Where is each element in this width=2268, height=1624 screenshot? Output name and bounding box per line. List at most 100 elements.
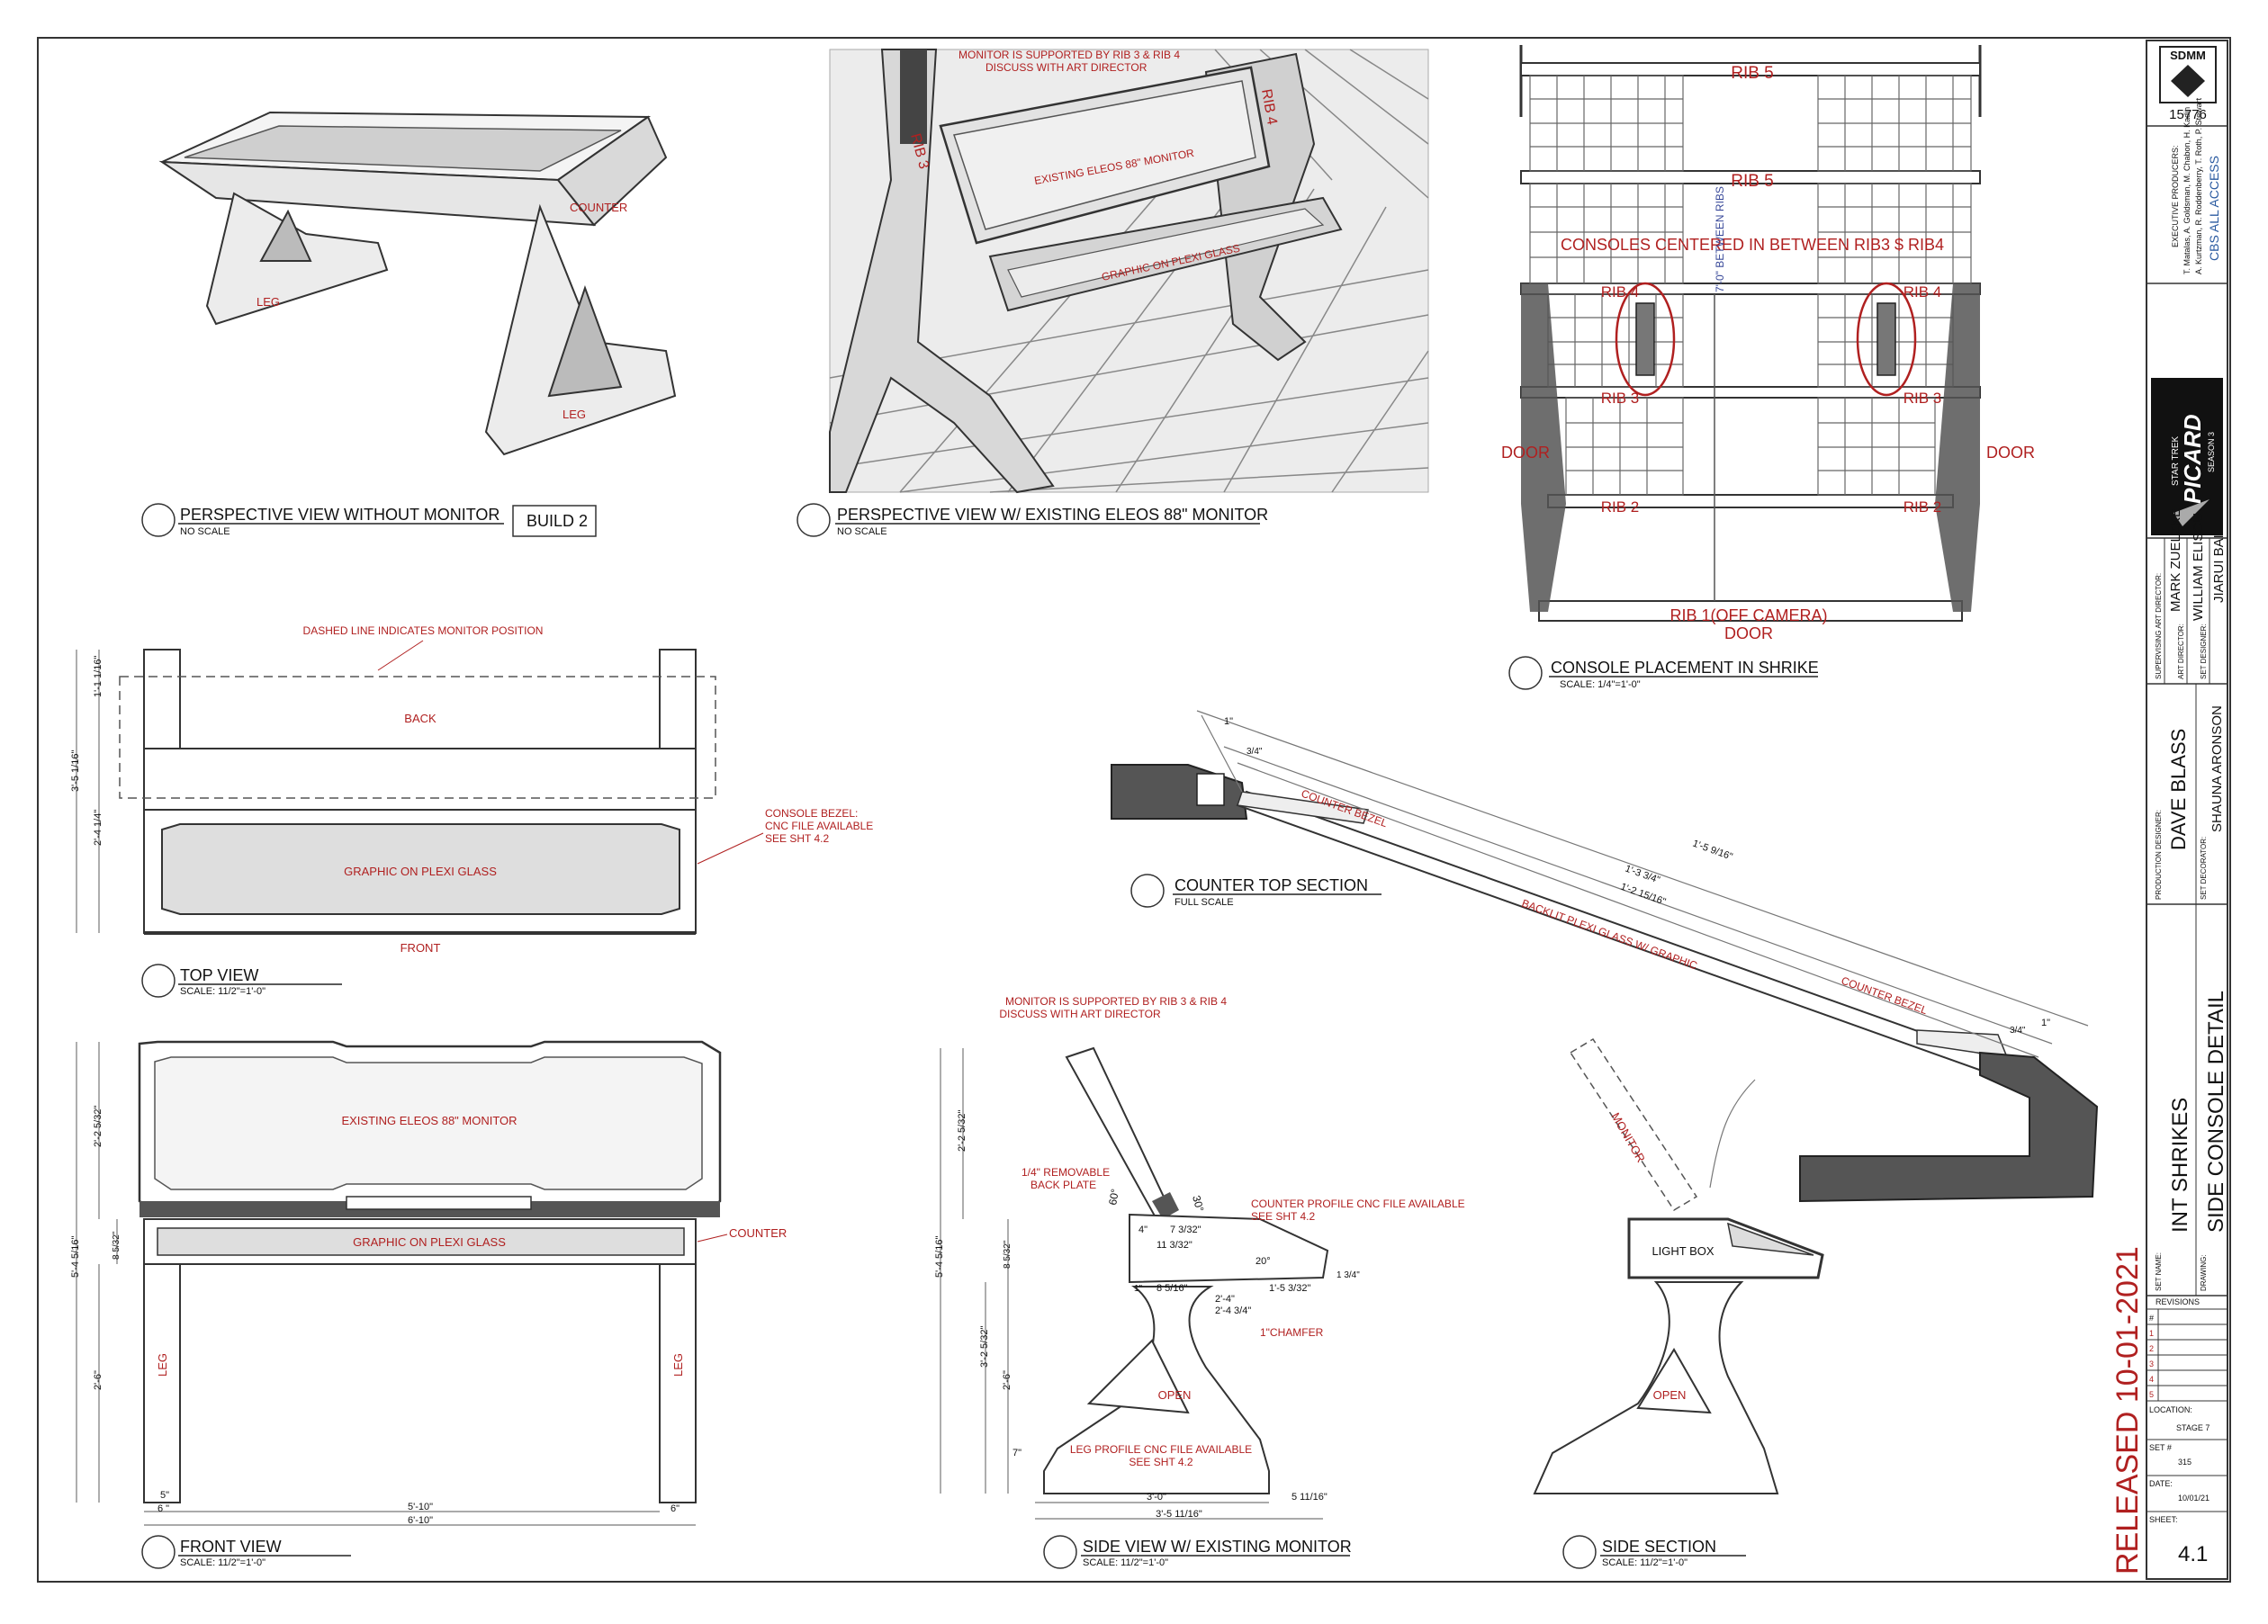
view-title: SIDE VIEW W/ EXISTING MONITOR <box>1083 1538 1352 1556</box>
production-designer: DAVE BLASS <box>2167 729 2190 850</box>
dimension-label: 3/4" <box>1246 747 1263 757</box>
set-designer-label: SET DESIGNER: <box>2200 624 2208 679</box>
leg-profile-note: SEE SHT 4.2 <box>1129 1456 1192 1468</box>
dimension-label: 7 3/32" <box>1170 1225 1202 1235</box>
dimension-label: 7" <box>1012 1448 1022 1458</box>
rib5-label: RIB 5 <box>1731 64 1774 83</box>
view-title: TOP VIEW <box>180 966 258 984</box>
angle-label: 30° <box>1190 1194 1206 1213</box>
counter-profile-note: COUNTER PROFILE CNC FILE AVAILABLE <box>1251 1198 1465 1210</box>
dimension-label: 1" <box>1134 1284 1143 1294</box>
view-scale: NO SCALE <box>180 526 230 537</box>
monitor-position-dashed <box>119 676 716 799</box>
build-box <box>512 505 597 537</box>
view-scale: SCALE: 1/4"=1'-0" <box>1560 679 1641 690</box>
rib4-label-right: RIB 4 <box>1904 283 1942 301</box>
set-designer: JIARUI BAI <box>2211 534 2227 603</box>
dimension-label: 6 " <box>158 1503 169 1514</box>
show-logo-text: SEASON 3 <box>2207 432 2216 472</box>
rib2-label-right: RIB 2 <box>1904 498 1942 516</box>
view-title: PERSPECTIVE VIEW W/ EXISTING ELEOS 88" M… <box>837 506 1268 524</box>
rib5-label: RIB 5 <box>1731 172 1774 191</box>
view-callout-circle <box>1508 656 1543 690</box>
view-scale: SCALE: 11/2"=1'-0" <box>180 1557 266 1568</box>
door-label: DOOR <box>1724 624 1773 642</box>
sheet-label: SHEET: <box>2149 1515 2178 1524</box>
dimension-label: 5'-10" <box>408 1502 433 1512</box>
dimension-label: 3/4" <box>2010 1026 2026 1036</box>
back-plate-note: 1/4" REMOVABLE <box>1022 1166 1110 1179</box>
front-label: FRONT <box>400 941 441 955</box>
open-label: OPEN <box>1158 1388 1192 1402</box>
union-logo-text: SDMM <box>2170 49 2206 62</box>
union-number: 15776 <box>2169 107 2207 122</box>
monitor-support-note: MONITOR IS SUPPORTED BY RIB 3 & RIB 4 <box>1005 995 1227 1008</box>
leg-label: LEG <box>156 1353 169 1377</box>
view-title: COUNTER TOP SECTION <box>1174 876 1368 894</box>
door-label-left: DOOR <box>1501 444 1550 462</box>
dimension-label: 2'-4 1/4" <box>93 810 104 846</box>
drawing-label: DRAWING: <box>2200 1254 2208 1291</box>
view-title: CONSOLE PLACEMENT IN SHRIKE <box>1551 659 1819 677</box>
view-title: SIDE SECTION <box>1602 1538 1716 1556</box>
art-director-note: DISCUSS WITH ART DIRECTOR <box>999 1008 1161 1020</box>
view-callout-circle <box>1043 1535 1077 1569</box>
side-view: OPEN MONITOR IS SUPPORTED BY RIB 3 & RIB… <box>934 995 1465 1569</box>
dimension-label: 5" <box>160 1490 169 1501</box>
view-callout-circle <box>141 1535 176 1569</box>
revision-number: 2 <box>2149 1344 2154 1353</box>
view-scale: SCALE: 11/2"=1'-0" <box>1083 1557 1168 1568</box>
between-ribs-dimension: 7'-0" BETWEEN RIBS <box>1714 186 1726 292</box>
union-emblem-icon <box>2171 65 2205 97</box>
back-plate-note: BACK PLATE <box>1030 1179 1096 1191</box>
dimension-label: 1'-3 3/4" <box>1624 864 1661 886</box>
leg-label: LEG <box>562 408 586 421</box>
dimension-label: 2'-6" <box>1002 1370 1012 1390</box>
dimension-label: 3'-5 11/16" <box>1156 1509 1202 1520</box>
dimension-label: 6'-10" <box>408 1515 433 1526</box>
rib4-label: RIB 4 <box>1258 88 1280 126</box>
supervising-ad-label: SUPERVISING ART DIRECTOR: <box>2155 573 2163 679</box>
location: STAGE 7 <box>2176 1423 2210 1432</box>
set-decorator: SHAUNA ARONSON <box>2210 705 2225 832</box>
view-scale: NO SCALE <box>837 526 887 537</box>
revisions-label: REVISIONS <box>2156 1297 2200 1306</box>
set-number-label: SET # <box>2149 1443 2172 1452</box>
console-highlight-left <box>1615 282 1676 397</box>
revision-hash: # <box>2149 1314 2154 1323</box>
view-scale: SCALE: 11/2"=1'-0" <box>180 986 266 997</box>
grid-block-left <box>1529 75 1684 496</box>
dimension-label: 20° <box>1256 1256 1271 1267</box>
view-scale: FULL SCALE <box>1174 897 1234 908</box>
view-title: PERSPECTIVE VIEW WITHOUT MONITOR <box>180 506 500 524</box>
dimension-label: 5 11/16" <box>1292 1492 1328 1503</box>
counter-label: COUNTER <box>570 201 627 214</box>
view-callout-circle <box>1130 874 1165 908</box>
view-scale: SCALE: 11/2"=1'-0" <box>1602 1557 1688 1568</box>
supervising-ad: MARK ZUELZKE <box>2168 508 2183 612</box>
rib4-label-left: RIB 4 <box>1601 283 1640 301</box>
top-view: DASHED LINE INDICATES MONITOR POSITION B… <box>70 624 873 998</box>
console-placement-plan: RIB 5 RIB 5 CONSOLES CENTERED IN BETWEEN… <box>1501 45 2035 690</box>
date-label: DATE: <box>2149 1479 2173 1488</box>
art-director: WILLIAM ELISCU <box>2191 513 2206 621</box>
show-logo-text: STAR TREK <box>2171 435 2181 486</box>
dimension-label: 2'-4 3/4" <box>1215 1305 1251 1316</box>
set-number: 315 <box>2178 1458 2192 1467</box>
producers-label: EXECUTIVE PRODUCERS: <box>2171 145 2180 247</box>
leg-label: LEG <box>256 295 280 309</box>
front-view: EXISTING ELEOS 88" MONITOR GRAPHIC ON PL… <box>70 1040 787 1569</box>
dimension-label: 1'-5 3/32" <box>1269 1283 1310 1294</box>
chamfer-note: 1"CHAMFER <box>1260 1326 1324 1339</box>
show-logo-text: PICARD <box>2179 414 2206 504</box>
monitor-label: EXISTING ELEOS 88" MONITOR <box>341 1114 517 1127</box>
leg-label: LEG <box>671 1353 685 1377</box>
set-name-label: SET NAME: <box>2155 1252 2163 1291</box>
dimension-label: 1 3/4" <box>1336 1270 1360 1280</box>
dimension-label: 8 5/32" <box>1003 1240 1012 1269</box>
producers-line: T. Matalas, A. Goldsman, M. Chabon, H. K… <box>2182 107 2192 274</box>
plexi-graphic-label: GRAPHIC ON PLEXI GLASS <box>353 1235 506 1249</box>
dimension-label: 6" <box>670 1503 680 1514</box>
dimension-label: 3'-0" <box>1147 1492 1166 1503</box>
